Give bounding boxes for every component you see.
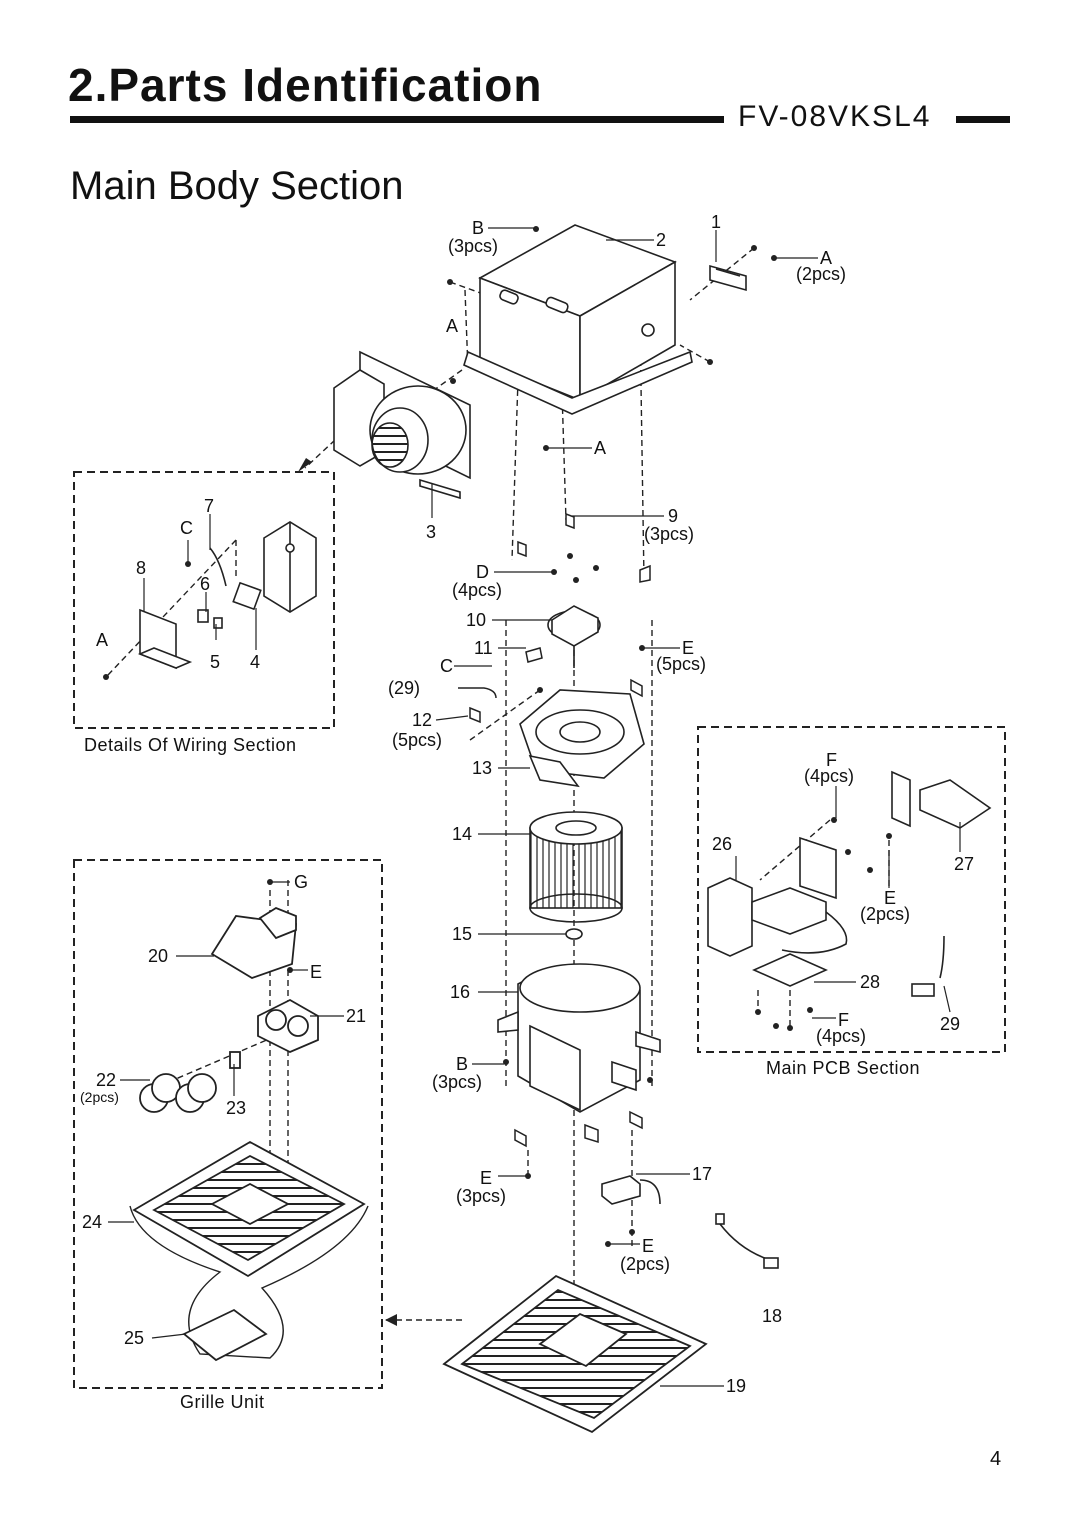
small-brackets bbox=[469, 512, 651, 1148]
title-rule bbox=[70, 116, 724, 123]
callout-C: C bbox=[440, 656, 453, 676]
model-number: FV-08VKSL4 bbox=[738, 100, 932, 133]
pcb-section-caption: Main PCB Section bbox=[766, 1058, 920, 1078]
grille-unit-parts bbox=[129, 906, 369, 1362]
title-rule-end bbox=[956, 116, 1010, 123]
callout-E: E bbox=[642, 1236, 654, 1256]
callout-12: 12 bbox=[412, 710, 432, 730]
callout-A: A bbox=[96, 630, 108, 650]
pcb-parts bbox=[707, 770, 992, 997]
callout-17: 17 bbox=[692, 1164, 712, 1184]
callout-qty: (3pcs) bbox=[432, 1072, 482, 1092]
callout-D: D bbox=[476, 562, 489, 582]
callout-14: 14 bbox=[452, 824, 472, 844]
callout-21: 21 bbox=[346, 1006, 366, 1026]
callout-B: B bbox=[456, 1054, 468, 1074]
callout-qty: (5pcs) bbox=[392, 730, 442, 750]
wire-harness bbox=[715, 1213, 779, 1269]
callout-qty: (2pcs) bbox=[80, 1089, 119, 1105]
mounting-bracket bbox=[709, 264, 747, 292]
screws bbox=[103, 226, 892, 1247]
callout-13: 13 bbox=[472, 758, 492, 778]
callout-25: 25 bbox=[124, 1328, 144, 1348]
callout-29: 29 bbox=[940, 1014, 960, 1034]
callout-28: 28 bbox=[860, 972, 880, 992]
callout-6: 6 bbox=[200, 574, 210, 594]
callout-18: 18 bbox=[762, 1306, 782, 1326]
grille-detail-box bbox=[73, 859, 383, 1389]
page-title: 2.Parts Identification bbox=[68, 59, 543, 111]
callout-E: E bbox=[480, 1168, 492, 1188]
section-title: Main Body Section bbox=[70, 164, 404, 208]
callout-3: 3 bbox=[426, 522, 436, 542]
blower-housing bbox=[497, 963, 661, 1113]
callout-20: 20 bbox=[148, 946, 168, 966]
callout-F: F bbox=[838, 1010, 849, 1030]
callout-27: 27 bbox=[954, 854, 974, 874]
callout-qty: (4pcs) bbox=[804, 766, 854, 786]
callout-11: 11 bbox=[474, 638, 493, 658]
callout-qty: (3pcs) bbox=[644, 524, 694, 544]
callout-A: A bbox=[820, 248, 832, 268]
callout-A: A bbox=[446, 316, 458, 336]
grille-unit-caption: Grille Unit bbox=[180, 1392, 265, 1412]
callout-7: 7 bbox=[204, 496, 214, 516]
callout-qty: (2pcs) bbox=[620, 1254, 670, 1274]
leader-lines bbox=[108, 227, 961, 1387]
callout-2: 2 bbox=[656, 230, 666, 250]
callout-qty: (2pcs) bbox=[796, 264, 846, 284]
callout-26: 26 bbox=[712, 834, 732, 854]
callout-4: 4 bbox=[250, 652, 260, 672]
page-number: 4 bbox=[990, 1448, 1002, 1470]
blower-wheel bbox=[529, 811, 623, 923]
callout-qty: (3pcs) bbox=[456, 1186, 506, 1206]
motor-cover bbox=[547, 605, 601, 668]
cable-29 bbox=[458, 687, 497, 699]
callout-A: A bbox=[594, 438, 606, 458]
mounting-plate bbox=[519, 689, 645, 788]
callout-9: 9 bbox=[668, 506, 678, 526]
callout-qty: (5pcs) bbox=[656, 654, 706, 674]
capacitor bbox=[601, 1175, 661, 1205]
duct-adapter bbox=[333, 350, 471, 500]
clip bbox=[525, 647, 543, 663]
callout-E: E bbox=[310, 962, 322, 982]
callout-qty: (2pcs) bbox=[860, 904, 910, 924]
callout-F: F bbox=[826, 750, 837, 770]
wiring-parts bbox=[137, 521, 317, 670]
callout-qty: (3pcs) bbox=[448, 236, 498, 256]
callout-23: 23 bbox=[226, 1098, 246, 1118]
housing-box bbox=[463, 224, 693, 415]
callout-1: 1 bbox=[711, 212, 721, 232]
callout-5: 5 bbox=[210, 652, 220, 672]
washer bbox=[565, 928, 583, 940]
callout-29-ref: (29) bbox=[388, 678, 420, 698]
wiring-section-caption: Details Of Wiring Section bbox=[84, 735, 297, 755]
callout-qty: (4pcs) bbox=[816, 1026, 866, 1046]
pcb-detail-box bbox=[697, 726, 1006, 1053]
callout-15: 15 bbox=[452, 924, 472, 944]
callout-19: 19 bbox=[726, 1376, 746, 1396]
callout-C: C bbox=[180, 518, 193, 538]
callout-8: 8 bbox=[136, 558, 146, 578]
callout-10: 10 bbox=[466, 610, 486, 630]
callout-24: 24 bbox=[82, 1212, 102, 1232]
callout-22: 22 bbox=[96, 1070, 116, 1090]
callout-E: E bbox=[884, 888, 896, 908]
main-grille bbox=[442, 1274, 708, 1434]
callout-G: G bbox=[294, 872, 308, 892]
callout-B: B bbox=[472, 218, 484, 238]
wiring-detail-box bbox=[73, 471, 335, 729]
callout-qty: (4pcs) bbox=[452, 580, 502, 600]
callout-16: 16 bbox=[450, 982, 470, 1002]
callout-E: E bbox=[682, 638, 694, 658]
